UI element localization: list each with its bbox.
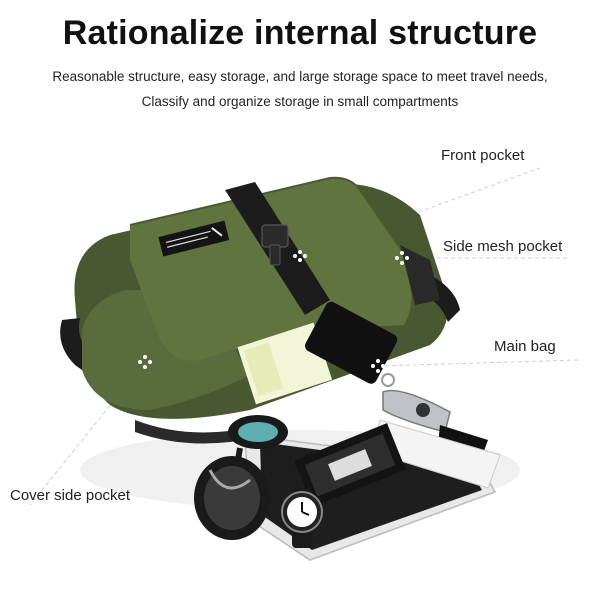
leader-main-bag [377, 359, 581, 367]
callout-side-mesh-pocket: Side mesh pocket [443, 238, 563, 255]
marker-front-pocket [293, 250, 307, 262]
callout-front-pocket: Front pocket [441, 147, 525, 164]
side-mesh-pocket [400, 245, 440, 305]
marker-side-mesh [395, 251, 409, 265]
marker-main-bag [371, 359, 385, 373]
watch-item [281, 488, 323, 548]
black-case [294, 423, 406, 507]
marker-cover-side [138, 355, 152, 369]
subtitle-line-1: Reasonable structure, easy storage, and … [52, 69, 548, 84]
sunglasses-item [194, 415, 288, 540]
callout-cover-side-pocket: Cover side pocket [10, 487, 131, 504]
callout-main-bag: Main bag [494, 338, 556, 355]
callout-markers [138, 250, 409, 373]
strap-buckle [261, 224, 289, 248]
pocket-phone-item [305, 301, 398, 384]
subtitle-line-2: Classify and organize storage in small c… [141, 94, 459, 109]
brand-label-patch [158, 220, 230, 257]
page-headline: Rationalize internal structure [62, 14, 538, 52]
